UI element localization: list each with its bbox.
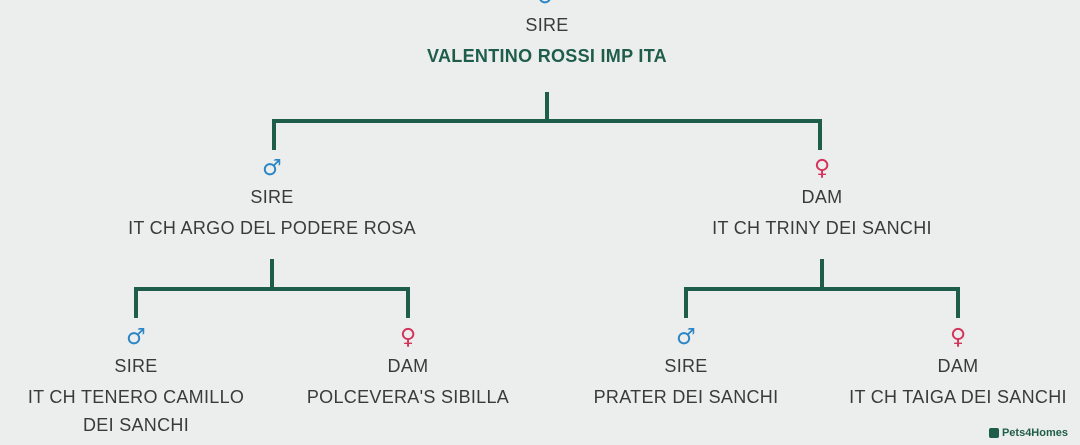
- grandparent-role: SIRE: [664, 356, 708, 376]
- male-symbol-icon: ♂: [676, 325, 696, 350]
- parent-role: DAM: [801, 187, 843, 207]
- female-symbol-icon: ♀: [949, 325, 967, 350]
- root-name: VALENTINO ROSSI IMP ITA: [427, 46, 667, 66]
- male-symbol-icon: ♂: [347, 0, 747, 8]
- pets4homes-watermark: Pets4Homes: [988, 427, 1068, 439]
- watermark-text: Pets4Homes: [1001, 427, 1068, 439]
- grandparent-node-sire-sire: ♂ SIRE IT CH TENERO CAMILLO DEI SANCHI: [6, 327, 266, 439]
- grandparent-name: IT CH TAIGA DEI SANCHI: [828, 383, 1080, 411]
- female-symbol-icon: ♀: [399, 325, 417, 350]
- male-symbol-icon: ♂: [126, 325, 146, 350]
- grandparent-node-dam-sire: ♂ SIRE PRATER DEI SANCHI: [556, 327, 816, 411]
- parent-role: SIRE: [250, 187, 294, 207]
- grandparent-role: SIRE: [114, 356, 158, 376]
- parent-name: IT CH ARGO DEL PODERE ROSA: [128, 218, 416, 238]
- female-symbol-icon: ♀: [813, 156, 831, 181]
- grandparent-node-dam-dam: ♀ DAM IT CH TAIGA DEI SANCHI: [828, 327, 1080, 411]
- pets4homes-logo-icon: [988, 428, 999, 438]
- grandparent-name: PRATER DEI SANCHI: [556, 383, 816, 411]
- grandparent-name-line: IT CH TAIGA DEI SANCHI: [849, 387, 1067, 407]
- grandparent-node-sire-dam: ♀ DAM POLCEVERA'S SIBILLA: [278, 327, 538, 411]
- grandparent-role: DAM: [387, 356, 429, 376]
- grandparent-name-line: IT CH TENERO CAMILLO: [27, 387, 245, 407]
- grandparent-name: IT CH TENERO CAMILLO DEI SANCHI: [6, 383, 266, 439]
- grandparent-name-line: DEI SANCHI: [82, 415, 190, 435]
- grandparent-name-line: PRATER DEI SANCHI: [593, 387, 779, 407]
- parent-node-dam: ♀ DAM IT CH TRINY DEI SANCHI: [622, 158, 1022, 242]
- parent-name: IT CH TRINY DEI SANCHI: [712, 218, 932, 238]
- parent-node-sire: ♂ SIRE IT CH ARGO DEL PODERE ROSA: [72, 158, 472, 242]
- root-node: ♂ SIRE VALENTINO ROSSI IMP ITA: [347, 0, 747, 70]
- grandparent-name-line: POLCEVERA'S SIBILLA: [306, 387, 510, 407]
- root-role: SIRE: [525, 15, 569, 35]
- grandparent-name: POLCEVERA'S SIBILLA: [278, 383, 538, 411]
- grandparent-role: DAM: [937, 356, 979, 376]
- male-symbol-icon: ♂: [262, 156, 282, 181]
